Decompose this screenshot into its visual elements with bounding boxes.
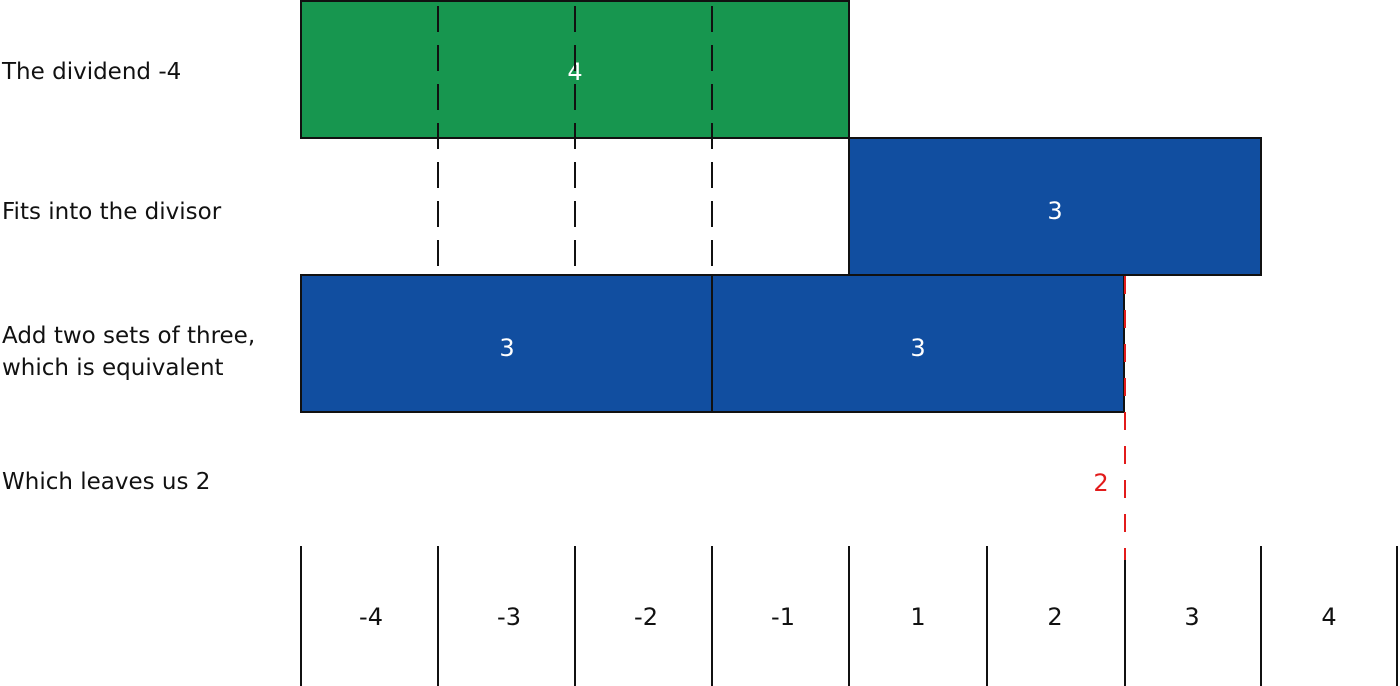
number-line-label: 4 — [1321, 603, 1336, 631]
row-label-remainder: Which leaves us 2 — [2, 469, 211, 495]
number-line-label: -2 — [634, 603, 658, 631]
set-two-block — [711, 274, 1125, 413]
divisor-block-value: 3 — [1047, 197, 1062, 225]
set-one-block — [300, 274, 713, 413]
number-line-label: -3 — [497, 603, 521, 631]
number-line-label: -4 — [359, 603, 383, 631]
set-one-block-value: 3 — [499, 334, 514, 362]
remainder-marker-value: 2 — [1093, 469, 1108, 497]
row-label-dividend: The dividend -4 — [2, 59, 182, 85]
set-two-block-value: 3 — [910, 334, 925, 362]
number-line-label: 1 — [910, 603, 925, 631]
row-label-add-sets: Add two sets of three, which is equivale… — [2, 323, 256, 381]
number-line-label: 3 — [1184, 603, 1199, 631]
number-line-label: 2 — [1047, 603, 1062, 631]
number-line-label: -1 — [771, 603, 795, 631]
row-label-divisor: Fits into the divisor — [2, 199, 222, 225]
divisor-block — [848, 137, 1262, 276]
dividend-block-value: 4 — [567, 58, 582, 86]
